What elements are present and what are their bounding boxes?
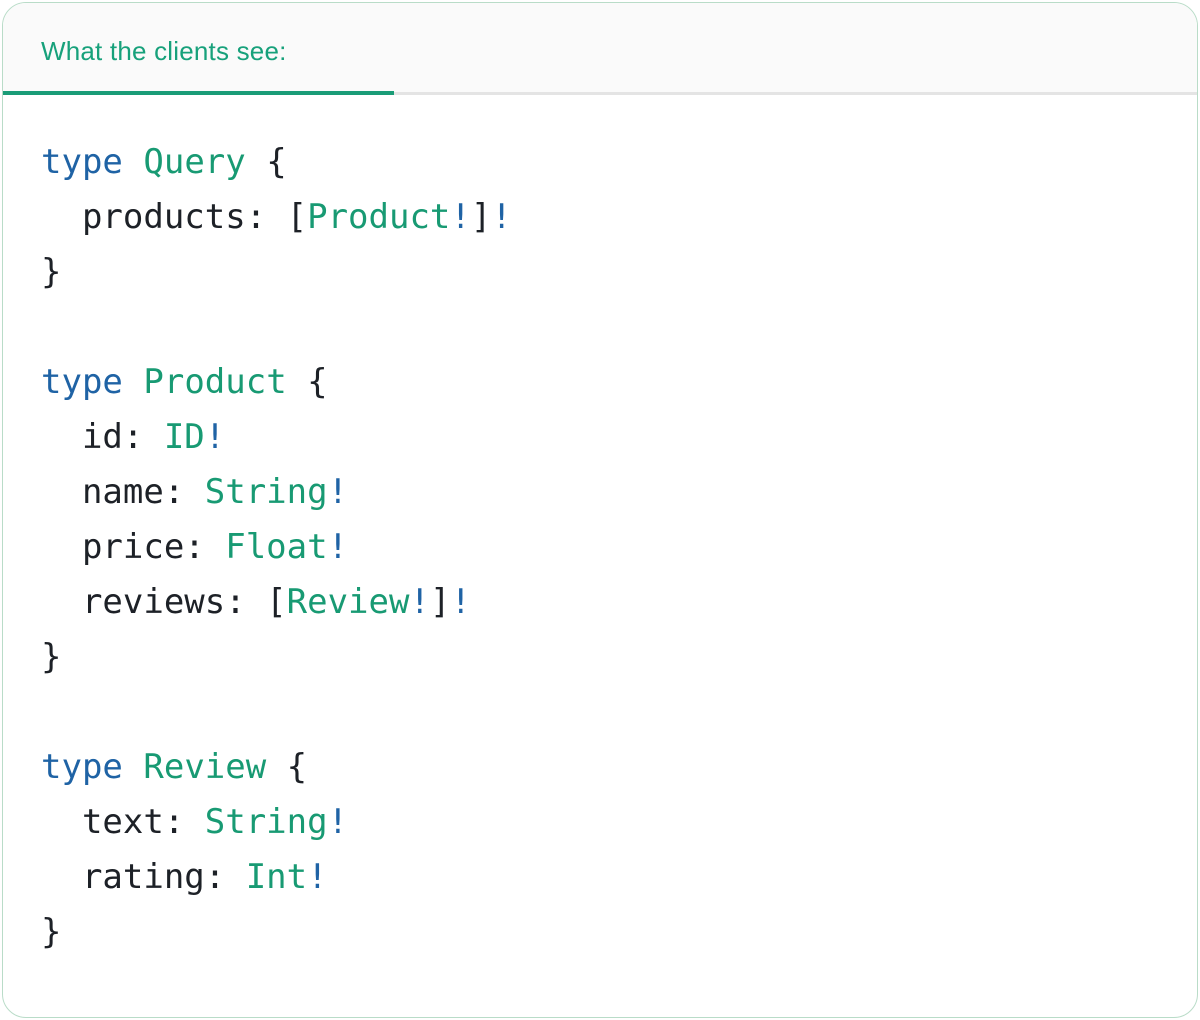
tab-what-clients-see[interactable]: What the clients see: — [41, 36, 287, 66]
code-line: type Review { — [41, 747, 308, 787]
code-line: products: [Product!]! — [41, 197, 512, 237]
code-line: type Query { — [41, 142, 287, 182]
code-line: rating: Int! — [41, 857, 328, 897]
card-header: What the clients see: — [3, 3, 1197, 95]
code-line: text: String! — [41, 802, 349, 842]
code-block: type Query { products: [Product!]!} type… — [3, 95, 1197, 960]
code-line: type Product { — [41, 362, 328, 402]
code-line: } — [41, 252, 62, 292]
active-tab-underline — [3, 91, 394, 95]
code-line: id: ID! — [41, 417, 226, 457]
code-line: price: Float! — [41, 527, 349, 567]
code-line: reviews: [Review!]! — [41, 582, 471, 622]
header-divider — [3, 92, 1197, 95]
code-line — [41, 685, 1159, 740]
code-line — [41, 300, 1159, 355]
code-line: } — [41, 912, 62, 952]
code-line: } — [41, 637, 62, 677]
code-line: name: String! — [41, 472, 349, 512]
